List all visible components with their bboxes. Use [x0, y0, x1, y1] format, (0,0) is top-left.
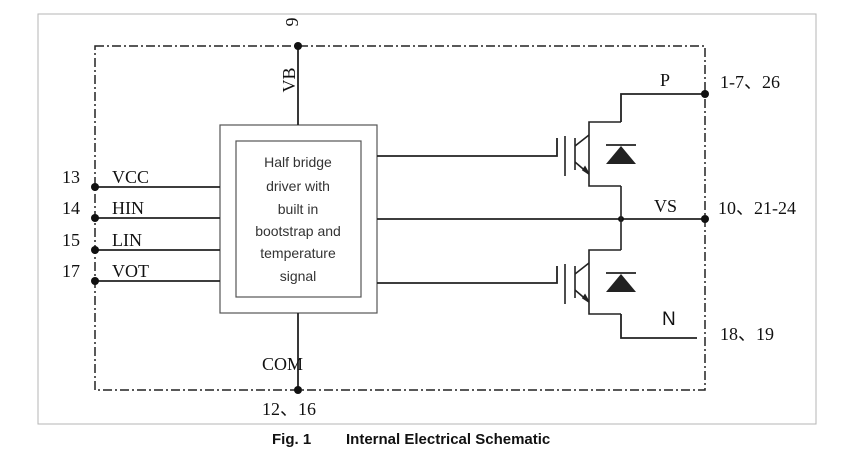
com-pin-label: COM: [262, 354, 303, 374]
vs-pin-number: 10、21-24: [718, 198, 796, 218]
hin-pin-label: HIN: [112, 198, 144, 218]
driver-inner-box: [235, 140, 362, 298]
vot-pin-label: VOT: [112, 261, 149, 281]
figure-caption-number: Fig. 1: [272, 431, 311, 448]
vb-pin-number: 9: [282, 18, 302, 27]
vb-pin-label: VB: [279, 67, 299, 92]
driver-label-line-6: signal: [280, 268, 317, 284]
lin-pin-label: LIN: [112, 230, 142, 250]
p-pin-number: 1-7、26: [720, 72, 780, 92]
low-side-igbt: [564, 219, 622, 315]
n-rail: [620, 314, 697, 339]
high-side-gate-wire: [377, 138, 558, 157]
low-side-diode: [606, 272, 636, 292]
vot-wire: [91, 277, 220, 285]
com-wire: [294, 313, 302, 394]
n-pin-number: 18、19: [720, 324, 774, 344]
vcc-pin-number: 13: [62, 167, 80, 187]
hin-wire: [91, 214, 220, 222]
hin-pin-number: 14: [62, 198, 80, 218]
driver-label-line-3: built in: [278, 201, 318, 217]
lin-wire: [91, 246, 220, 254]
vs-pin-label: VS: [654, 196, 677, 216]
figure-frame: [37, 13, 817, 425]
vb-wire: [294, 42, 302, 125]
driver-label-line-5: temperature: [260, 245, 336, 261]
com-pin-number: 12、16: [262, 399, 316, 419]
high-side-diode: [606, 144, 636, 164]
p-rail: [620, 90, 709, 122]
vcc-pin-label: VCC: [112, 167, 149, 187]
p-pin-label: P: [660, 70, 670, 90]
driver-label-line-2: driver with: [266, 178, 330, 194]
vcc-wire: [91, 183, 220, 191]
n-pin-label: N: [662, 309, 676, 330]
lin-pin-number: 15: [62, 230, 80, 250]
driver-label-line-1: Half bridge: [264, 154, 332, 170]
driver-label-line-4: bootstrap and: [255, 223, 341, 239]
low-side-gate-wire: [377, 266, 558, 284]
vot-pin-number: 17: [62, 261, 80, 281]
figure-caption-title: Internal Electrical Schematic: [346, 431, 550, 448]
vs-wire: [377, 215, 709, 223]
high-side-igbt: [564, 121, 622, 219]
